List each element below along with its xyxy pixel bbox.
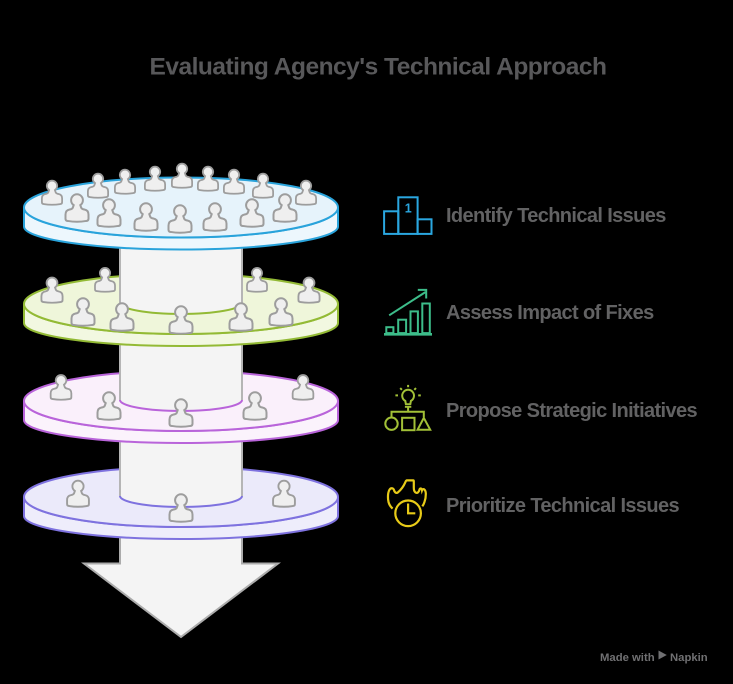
svg-text:Assess Impact of Fixes: Assess Impact of Fixes: [446, 302, 654, 324]
svg-text:Prioritize Technical Issues: Prioritize Technical Issues: [446, 495, 679, 517]
svg-text:Evaluating Agency's Technical: Evaluating Agency's Technical Approach: [150, 54, 607, 81]
svg-text:1: 1: [405, 202, 412, 216]
svg-text:Identify Technical Issues: Identify Technical Issues: [446, 205, 666, 227]
svg-text:Propose Strategic Initiatives: Propose Strategic Initiatives: [446, 400, 697, 422]
svg-text:Made with: Made with: [600, 652, 655, 664]
svg-text:Napkin: Napkin: [670, 652, 708, 664]
